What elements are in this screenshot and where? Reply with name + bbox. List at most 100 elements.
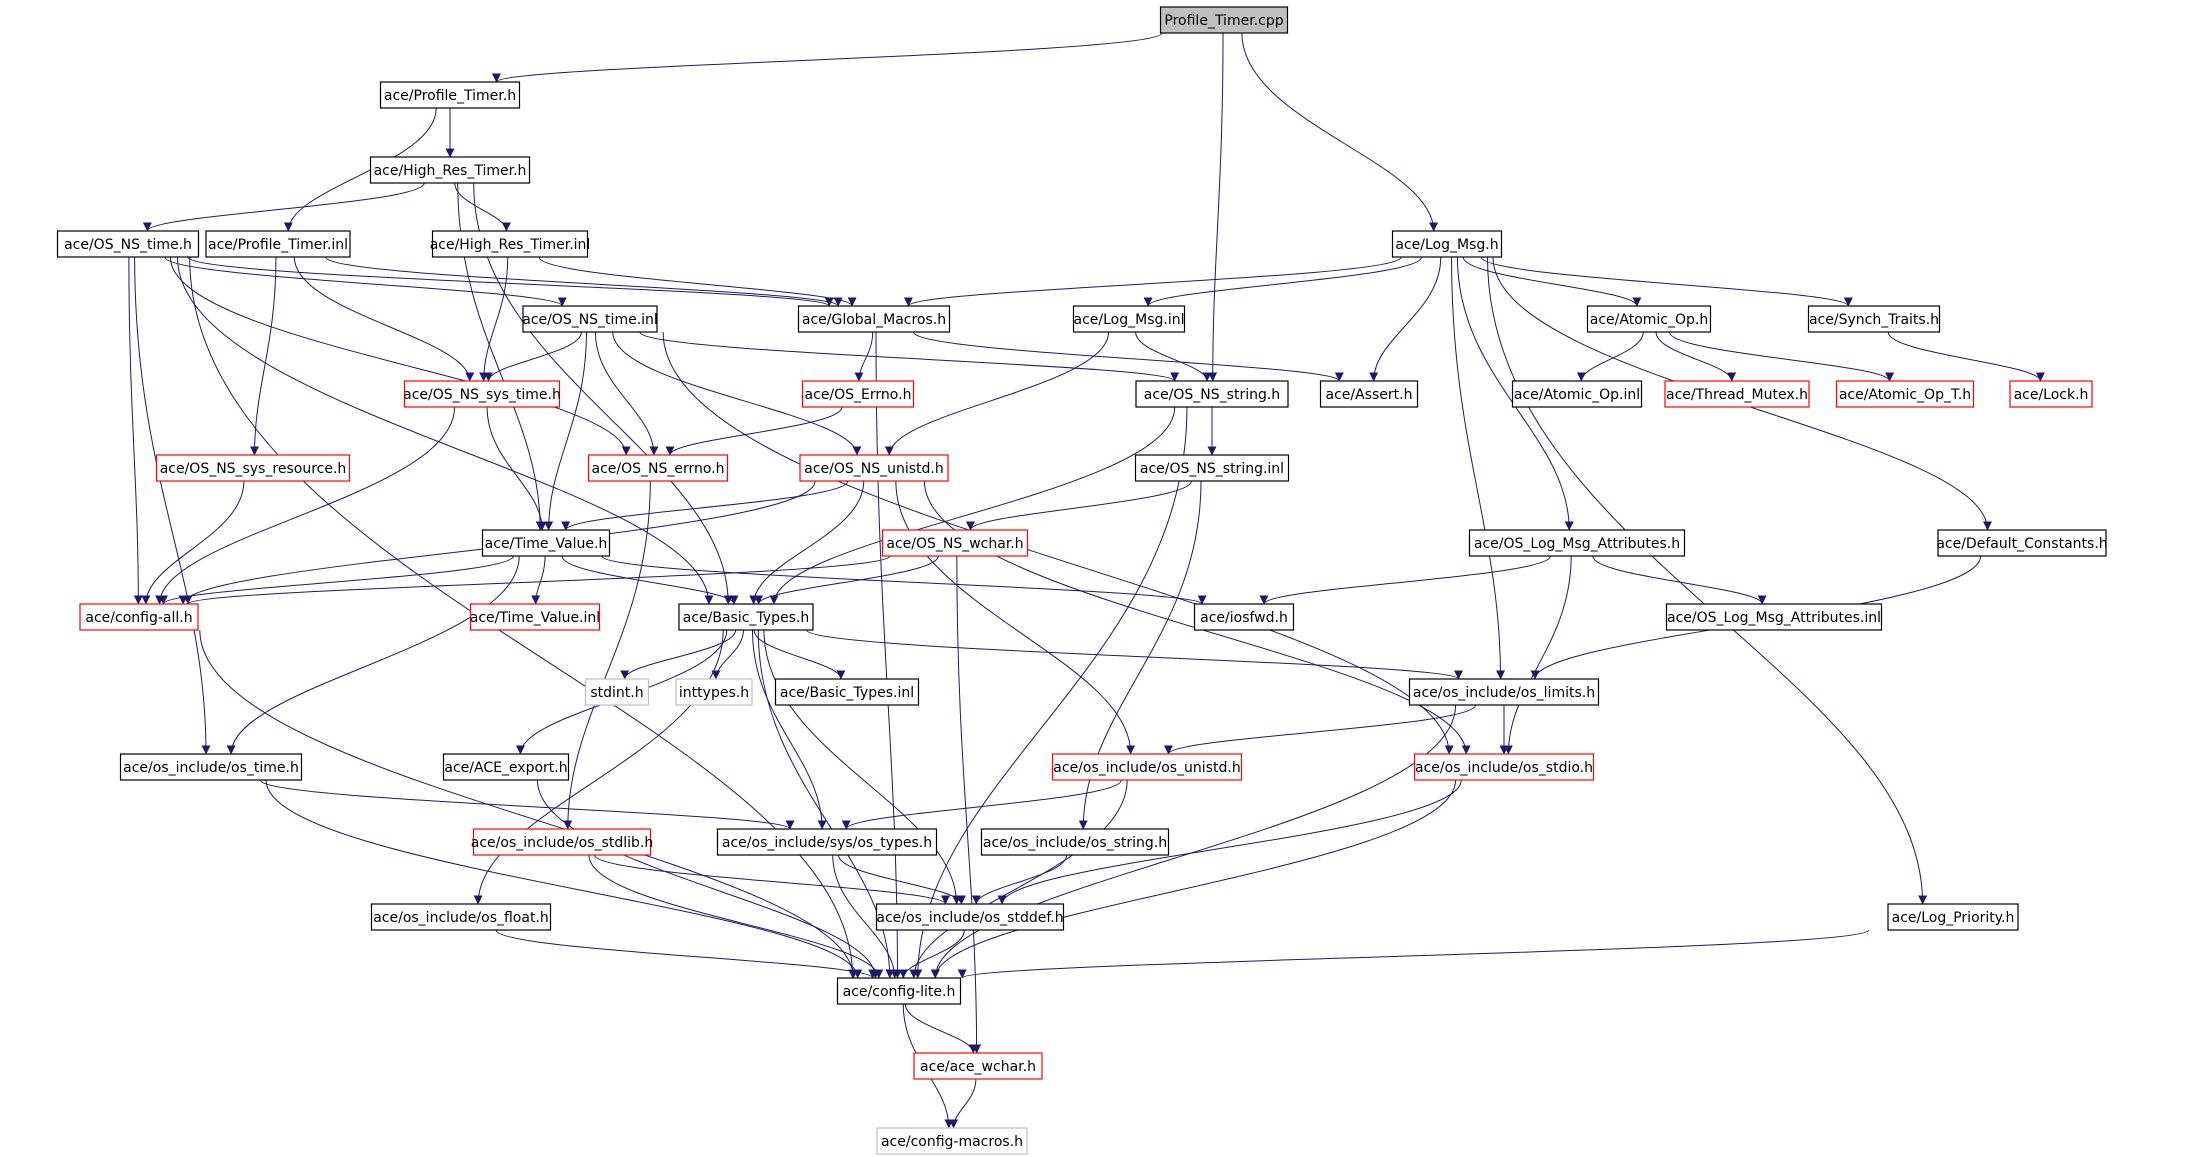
node-box[interactable]: [774, 678, 920, 706]
graph-node-os_stddef_h[interactable]: ace/os_include/os_stddef.h: [875, 903, 1065, 931]
node-box[interactable]: [56, 230, 200, 258]
node-box[interactable]: [1468, 529, 1686, 557]
node-box[interactable]: [1408, 678, 1600, 706]
graph-node-lock_h[interactable]: ace/Lock.h: [2009, 380, 2093, 408]
graph-node-profile_timer_h[interactable]: ace/Profile_Timer.h: [379, 81, 521, 109]
node-box[interactable]: [2009, 380, 2093, 408]
graph-node-atomic_op_h[interactable]: ace/Atomic_Op.h: [1586, 305, 1712, 333]
node-box[interactable]: [1391, 230, 1503, 258]
node-box[interactable]: [1807, 305, 1941, 333]
graph-node-synch_traits_h[interactable]: ace/Synch_Traits.h: [1807, 305, 1941, 333]
node-box[interactable]: [875, 903, 1065, 931]
graph-node-time_value_h[interactable]: ace/Time_Value.h: [481, 529, 611, 557]
graph-node-high_res_timer_inl[interactable]: ace/High_Res_Timer.inl: [430, 230, 591, 258]
graph-node-log_msg_inl[interactable]: ace/Log_Msg.inl: [1072, 305, 1186, 333]
graph-node-os_float_h[interactable]: ace/os_include/os_float.h: [370, 903, 552, 931]
graph-node-sys_os_types_h[interactable]: ace/os_include/sys/os_types.h: [716, 828, 938, 856]
graph-node-thread_mutex_h[interactable]: ace/Thread_Mutex.h: [1664, 380, 1810, 408]
graph-node-log_msg_h[interactable]: ace/Log_Msg.h: [1391, 230, 1503, 258]
node-box[interactable]: [799, 454, 949, 482]
graph-node-ace_export_h[interactable]: ace/ACE_export.h: [442, 753, 570, 781]
graph-node-basic_types_h[interactable]: ace/Basic_Types.h: [678, 603, 814, 631]
graph-node-config_macros_h[interactable]: ace/config-macros.h: [876, 1127, 1028, 1155]
graph-node-os_ns_unistd_h[interactable]: ace/OS_NS_unistd.h: [799, 454, 949, 482]
graph-node-os_ns_string_inl[interactable]: ace/OS_NS_string.inl: [1134, 454, 1290, 482]
node-box[interactable]: [1072, 305, 1186, 333]
node-box[interactable]: [1051, 753, 1243, 781]
node-box[interactable]: [79, 603, 199, 631]
node-box[interactable]: [522, 305, 658, 333]
graph-node-os_ns_sys_resource_h[interactable]: ace/OS_NS_sys_resource.h: [155, 454, 351, 482]
graph-node-os_limits_h[interactable]: ace/os_include/os_limits.h: [1408, 678, 1600, 706]
node-box[interactable]: [980, 828, 1170, 856]
graph-node-iosfwd_h[interactable]: ace/iosfwd.h: [1193, 603, 1295, 631]
graph-node-os_ns_string_h[interactable]: ace/OS_NS_string.h: [1135, 380, 1289, 408]
node-box[interactable]: [1319, 380, 1419, 408]
node-box[interactable]: [1413, 753, 1595, 781]
graph-node-os_errno_h[interactable]: ace/OS_Errno.h: [801, 380, 915, 408]
node-box[interactable]: [876, 1127, 1028, 1155]
graph-node-os_ns_sys_time_h[interactable]: ace/OS_NS_sys_time.h: [403, 380, 561, 408]
node-box[interactable]: [1193, 603, 1295, 631]
graph-node-os_stdio_h[interactable]: ace/os_include/os_stdio.h: [1413, 753, 1595, 781]
node-box[interactable]: [472, 828, 652, 856]
graph-node-os_unistd_h[interactable]: ace/os_include/os_unistd.h: [1051, 753, 1243, 781]
node-box[interactable]: [1835, 380, 1975, 408]
node-box[interactable]: [403, 380, 561, 408]
node-box[interactable]: [797, 305, 951, 333]
graph-node-os_ns_time_inl[interactable]: ace/OS_NS_time.inl: [522, 305, 658, 333]
graph-node-config_lite_h[interactable]: ace/config-lite.h: [836, 977, 962, 1005]
graph-node-atomic_op_t_h[interactable]: ace/Atomic_Op_T.h: [1835, 380, 1975, 408]
node-box[interactable]: [1135, 380, 1289, 408]
graph-node-log_priority_h[interactable]: ace/Log_Priority.h: [1887, 903, 2019, 931]
node-box[interactable]: [379, 81, 521, 109]
graph-node-config_all_h[interactable]: ace/config-all.h: [79, 603, 199, 631]
node-box[interactable]: [370, 903, 552, 931]
node-box[interactable]: [587, 454, 729, 482]
graph-node-high_res_timer_h[interactable]: ace/High_Res_Timer.h: [369, 156, 531, 184]
graph-node-default_constants_h[interactable]: ace/Default_Constants.h: [1936, 529, 2108, 557]
node-box[interactable]: [1664, 380, 1810, 408]
graph-node-assert_h[interactable]: ace/Assert.h: [1319, 380, 1419, 408]
node-box[interactable]: [1586, 305, 1712, 333]
graph-node-inttypes_h[interactable]: inttypes.h: [675, 678, 753, 706]
node-box[interactable]: [836, 977, 962, 1005]
graph-node-os_string_h[interactable]: ace/os_include/os_string.h: [980, 828, 1170, 856]
node-box[interactable]: [1511, 380, 1643, 408]
graph-node-os_log_msg_attributes_inl[interactable]: ace/OS_Log_Msg_Attributes.inl: [1665, 603, 1883, 631]
node-box[interactable]: [119, 753, 303, 781]
graph-node-os_log_msg_attributes_h[interactable]: ace/OS_Log_Msg_Attributes.h: [1468, 529, 1686, 557]
node-box[interactable]: [881, 529, 1029, 557]
graph-node-stdint_h[interactable]: stdint.h: [584, 678, 650, 706]
graph-node-os_ns_time_h[interactable]: ace/OS_NS_time.h: [56, 230, 200, 258]
node-box[interactable]: [675, 678, 753, 706]
node-box[interactable]: [716, 828, 938, 856]
graph-node-global_macros_h[interactable]: ace/Global_Macros.h: [797, 305, 951, 333]
node-box[interactable]: [155, 454, 351, 482]
graph-node-atomic_op_inl[interactable]: ace/Atomic_Op.inl: [1511, 380, 1643, 408]
graph-node-os_ns_wchar_h[interactable]: ace/OS_NS_wchar.h: [881, 529, 1029, 557]
graph-node-ace_wchar_h[interactable]: ace/ace_wchar.h: [913, 1052, 1043, 1080]
node-box[interactable]: [431, 230, 589, 258]
node-box[interactable]: [1887, 903, 2019, 931]
graph-node-profile_timer_cpp[interactable]: Profile_Timer.cpp: [1159, 6, 1289, 34]
node-box[interactable]: [584, 678, 650, 706]
node-box[interactable]: [442, 753, 570, 781]
graph-node-os_stdlib_h[interactable]: ace/os_include/os_stdlib.h: [471, 828, 653, 856]
graph-node-profile_timer_inl[interactable]: ace/Profile_Timer.inl: [205, 230, 351, 258]
graph-node-os_ns_errno_h[interactable]: ace/OS_NS_errno.h: [587, 454, 729, 482]
graph-node-os_time_h[interactable]: ace/os_include/os_time.h: [119, 753, 303, 781]
node-box[interactable]: [469, 603, 601, 631]
node-box[interactable]: [1159, 6, 1289, 34]
node-box[interactable]: [369, 156, 531, 184]
node-box[interactable]: [1665, 603, 1883, 631]
graph-node-time_value_inl[interactable]: ace/Time_Value.inl: [469, 603, 601, 631]
node-box[interactable]: [1937, 529, 2107, 557]
node-box[interactable]: [1134, 454, 1290, 482]
graph-node-basic_types_inl[interactable]: ace/Basic_Types.inl: [774, 678, 920, 706]
node-box[interactable]: [678, 603, 814, 631]
node-box[interactable]: [481, 529, 611, 557]
node-box[interactable]: [801, 380, 915, 408]
node-box[interactable]: [913, 1052, 1043, 1080]
node-box[interactable]: [205, 230, 351, 258]
